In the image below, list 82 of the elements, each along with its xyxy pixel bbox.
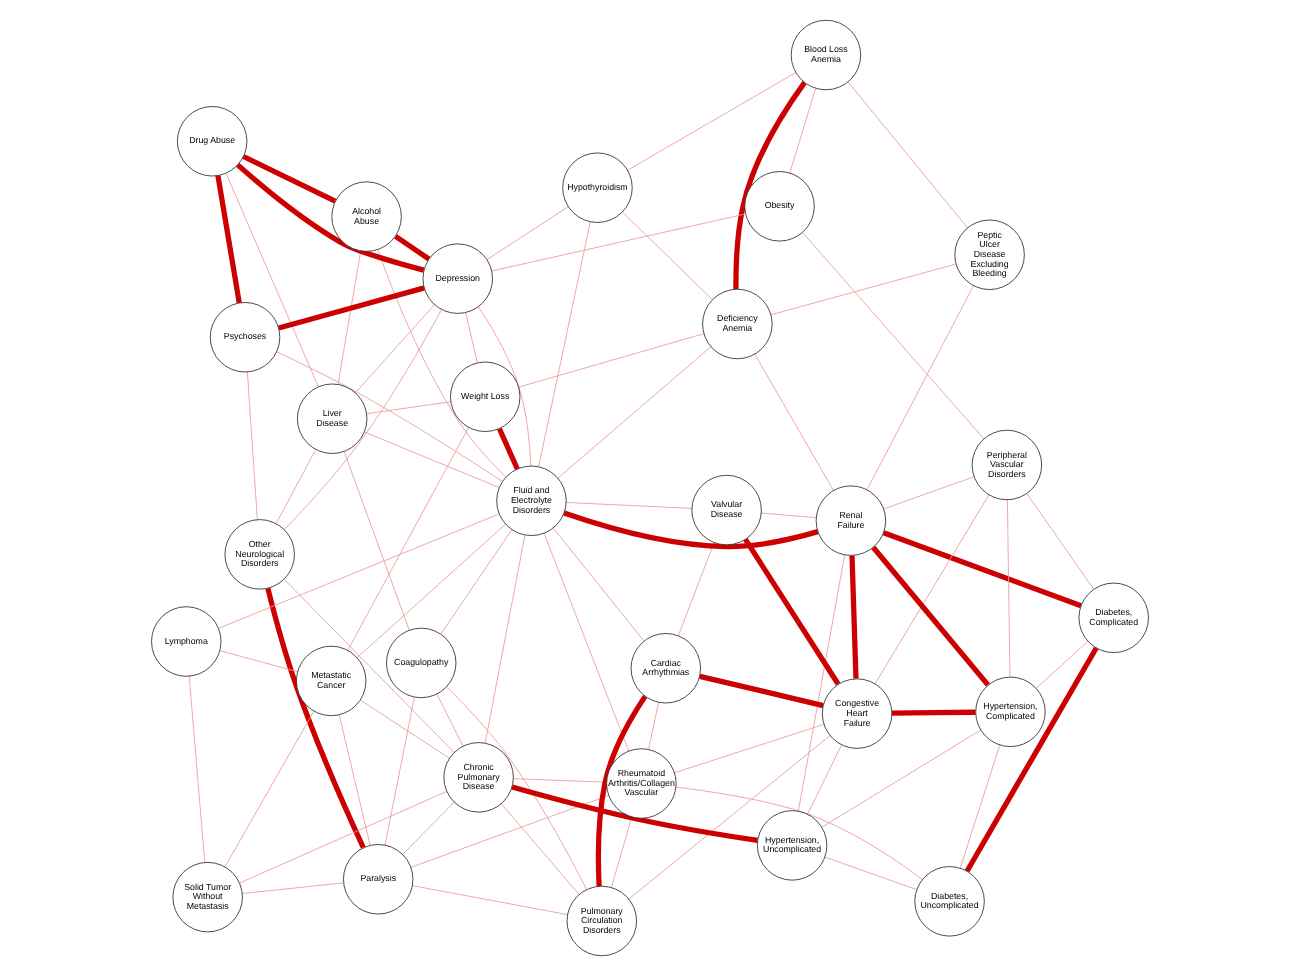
connector xyxy=(491,213,746,272)
connector xyxy=(699,673,824,709)
connector xyxy=(235,162,425,273)
connector xyxy=(436,693,464,747)
connector xyxy=(446,686,587,891)
connector xyxy=(1006,499,1011,678)
connector xyxy=(224,710,315,868)
connector xyxy=(246,371,258,520)
connector xyxy=(959,744,1001,869)
connector xyxy=(284,309,442,530)
connector xyxy=(402,801,455,855)
connector xyxy=(410,795,610,868)
connector xyxy=(1035,640,1089,689)
connector xyxy=(338,714,371,846)
connector xyxy=(807,744,843,815)
connector xyxy=(964,646,1099,873)
connector xyxy=(883,476,975,510)
connector xyxy=(477,306,532,467)
connector xyxy=(242,154,337,204)
connector xyxy=(513,778,607,783)
connector xyxy=(847,81,968,229)
connector xyxy=(824,856,917,891)
connector xyxy=(278,285,425,331)
connector xyxy=(486,206,569,261)
connector xyxy=(733,81,807,290)
connector xyxy=(276,351,503,482)
connector xyxy=(743,537,841,686)
connector xyxy=(552,527,645,642)
connector xyxy=(265,587,366,849)
connector xyxy=(384,696,415,846)
connector xyxy=(797,554,846,812)
connector xyxy=(359,699,450,759)
connector xyxy=(440,529,513,635)
connector xyxy=(543,532,630,752)
connector xyxy=(188,675,206,863)
connector xyxy=(882,530,1082,609)
connector xyxy=(1026,493,1095,590)
connector xyxy=(412,885,569,916)
connector xyxy=(283,578,455,753)
connector xyxy=(219,650,298,673)
connector xyxy=(874,494,990,684)
connector xyxy=(394,234,431,262)
connector xyxy=(563,510,819,550)
connector xyxy=(239,791,448,884)
connector xyxy=(500,803,580,895)
connector xyxy=(465,312,478,364)
connector xyxy=(225,173,319,388)
connector xyxy=(363,431,500,488)
connector xyxy=(595,694,648,887)
connector xyxy=(215,175,242,304)
connector xyxy=(891,709,976,716)
connector xyxy=(538,221,591,468)
connector xyxy=(511,784,758,844)
connector xyxy=(275,449,317,525)
connector xyxy=(241,882,344,894)
connector xyxy=(337,250,362,385)
connector xyxy=(557,346,712,479)
connector xyxy=(218,513,500,629)
connector xyxy=(754,353,834,491)
connector xyxy=(518,333,705,388)
connector xyxy=(622,211,713,301)
connector xyxy=(871,545,990,687)
connector xyxy=(770,263,957,316)
connector xyxy=(866,285,974,491)
connector xyxy=(849,555,859,679)
connector xyxy=(565,502,693,509)
connector xyxy=(366,401,452,415)
connector xyxy=(789,88,817,174)
connector xyxy=(611,816,633,888)
connector xyxy=(347,427,469,651)
connector xyxy=(355,304,435,394)
connector xyxy=(627,72,797,171)
connector xyxy=(821,729,981,828)
connector xyxy=(802,232,985,440)
connector xyxy=(674,723,825,774)
connector xyxy=(343,451,410,631)
connector xyxy=(484,534,526,744)
connector xyxy=(648,702,659,750)
connector xyxy=(760,512,817,519)
connector xyxy=(497,427,520,471)
connector xyxy=(356,523,507,658)
connector xyxy=(377,249,507,478)
